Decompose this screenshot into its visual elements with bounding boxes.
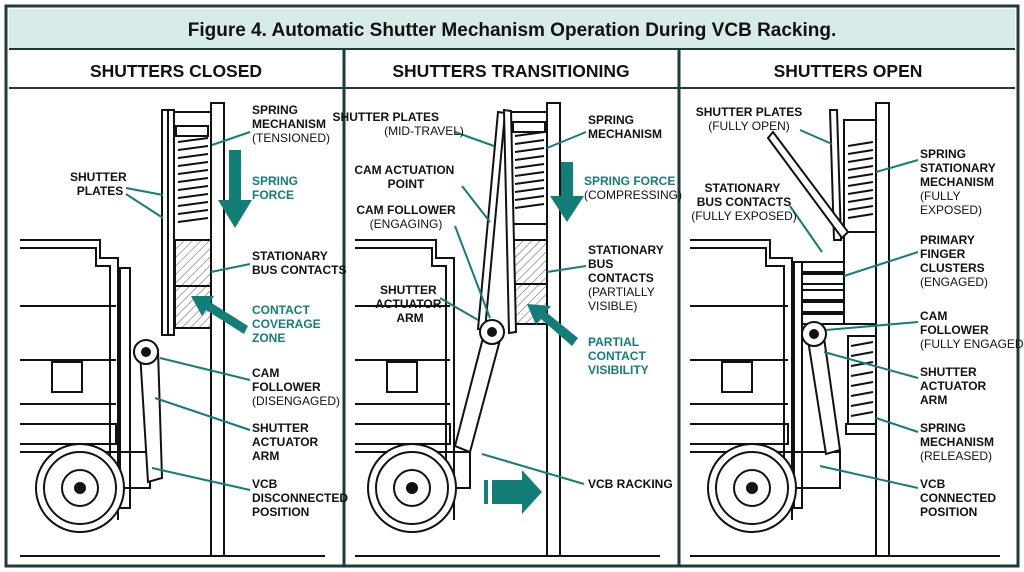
label-cam-follower: CAM FOLLOWER <box>356 203 456 217</box>
label-shutter-plates: SHUTTER PLATES <box>70 170 130 198</box>
label-spring-state: (TENSIONED) <box>252 131 330 145</box>
label-spring-mechanism: SPRING MECHANISM <box>588 113 662 141</box>
partial-visibility-arrow <box>527 304 578 346</box>
label-spring-mechanism: SPRING MECHANISM <box>252 103 326 131</box>
label-vcb-racking: VCB RACKING <box>588 477 673 491</box>
label-finger-clusters: PRIMARY FINGER CLUSTERS <box>920 233 985 275</box>
panel-heading-open: SHUTTERS OPEN <box>774 61 923 81</box>
label-bus-state: (FULLY EXPOSED) <box>691 209 797 223</box>
figure-title: Figure 4. Automatic Shutter Mechanism Op… <box>188 20 837 41</box>
label-shutter-plates: SHUTTER PLATES <box>696 105 802 119</box>
panel-closed: SPRING MECHANISM (TENSIONED) SPRING FORC… <box>20 102 351 557</box>
label-stationary-bus: STATIONARY BUS CONTACTS <box>252 249 346 277</box>
spring-coil <box>850 341 874 417</box>
vcb-racking-arrow <box>480 470 542 514</box>
label-spring-force: SPRING FORCE <box>252 174 301 202</box>
stationary-bus-contacts <box>174 239 212 287</box>
label-stationary-bus: STATIONARY BUS CONTACTS <box>697 181 791 209</box>
spring-coil <box>177 137 209 223</box>
label-cam-state: (DISENGAGED) <box>252 394 340 408</box>
label-vcb-position: VCB CONNECTED POSITION <box>920 477 999 519</box>
panel-open: SHUTTER PLATES (FULLY OPEN) SPRING STATI… <box>690 102 1024 557</box>
label-vcb-position: VCB DISCONNECTED POSITION <box>252 477 351 519</box>
stationary-bus-contacts <box>843 231 877 325</box>
label-finger-state: (ENGAGED) <box>920 275 988 289</box>
panel-heading-closed: SHUTTERS CLOSED <box>90 61 262 81</box>
enclosure-wall <box>210 102 225 557</box>
label-spring-state: (RELEASED) <box>920 449 992 463</box>
label-spring-stationary-state: (FULLY EXPOSED) <box>920 189 982 217</box>
shutter-plate <box>502 108 518 335</box>
label-spring-stationary: SPRING STATIONARY MECHANISM <box>920 147 999 189</box>
label-cam-follower: CAM FOLLOWER <box>252 366 321 394</box>
label-cam-follower: CAM FOLLOWER <box>920 309 989 337</box>
spring-coil <box>514 131 545 209</box>
label-bus-state: (PARTIALLY VISIBLE) <box>588 285 658 313</box>
finger-clusters <box>799 261 845 325</box>
label-actuator-arm: SHUTTER ACTUATOR ARM <box>920 365 990 407</box>
label-shutter-plates: SHUTTER PLATES <box>333 110 439 124</box>
label-spring-force: SPRING FORCE <box>584 174 675 188</box>
title-bar <box>9 9 1015 49</box>
label-actuator-arm: SHUTTER ACTUATOR ARM <box>252 421 322 463</box>
label-actuator-arm: SHUTTER ACTUATOR ARM <box>375 283 445 325</box>
enclosure-wall <box>875 102 890 557</box>
label-shutter-state: (FULLY OPEN) <box>708 119 790 133</box>
label-stationary-bus: STATIONARY BUS CONTACTS <box>588 243 667 285</box>
label-cam-state: (ENGAGING) <box>370 217 443 231</box>
label-contact-zone: CONTACT COVERAGE ZONE <box>252 303 324 345</box>
label-partial-visibility: PARTIAL CONTACT VISIBILITY <box>588 335 649 377</box>
shutter-plate <box>828 109 843 241</box>
shutter-plate <box>167 109 175 336</box>
label-spring-mechanism: SPRING MECHANISM <box>920 421 994 449</box>
stationary-bus-contacts <box>510 239 548 285</box>
panel-transitioning: SHUTTER PLATES (MID-TRAVEL) SPRING MECHA… <box>333 102 682 557</box>
label-spring-force-state: (COMPRESSING) <box>584 188 682 202</box>
spring-force-arrow <box>218 150 252 228</box>
panel-heading-transitioning: SHUTTERS TRANSITIONING <box>392 61 629 81</box>
label-cam-state: (FULLY ENGAGED) <box>920 337 1024 351</box>
contact-coverage-arrow <box>191 296 248 334</box>
spring-coil <box>847 141 874 219</box>
label-shutter-state: (MID-TRAVEL) <box>384 124 464 138</box>
spring-force-arrow <box>550 162 584 222</box>
label-cam-point: CAM ACTUATION POINT <box>354 163 457 191</box>
shutter-plate <box>766 130 850 240</box>
